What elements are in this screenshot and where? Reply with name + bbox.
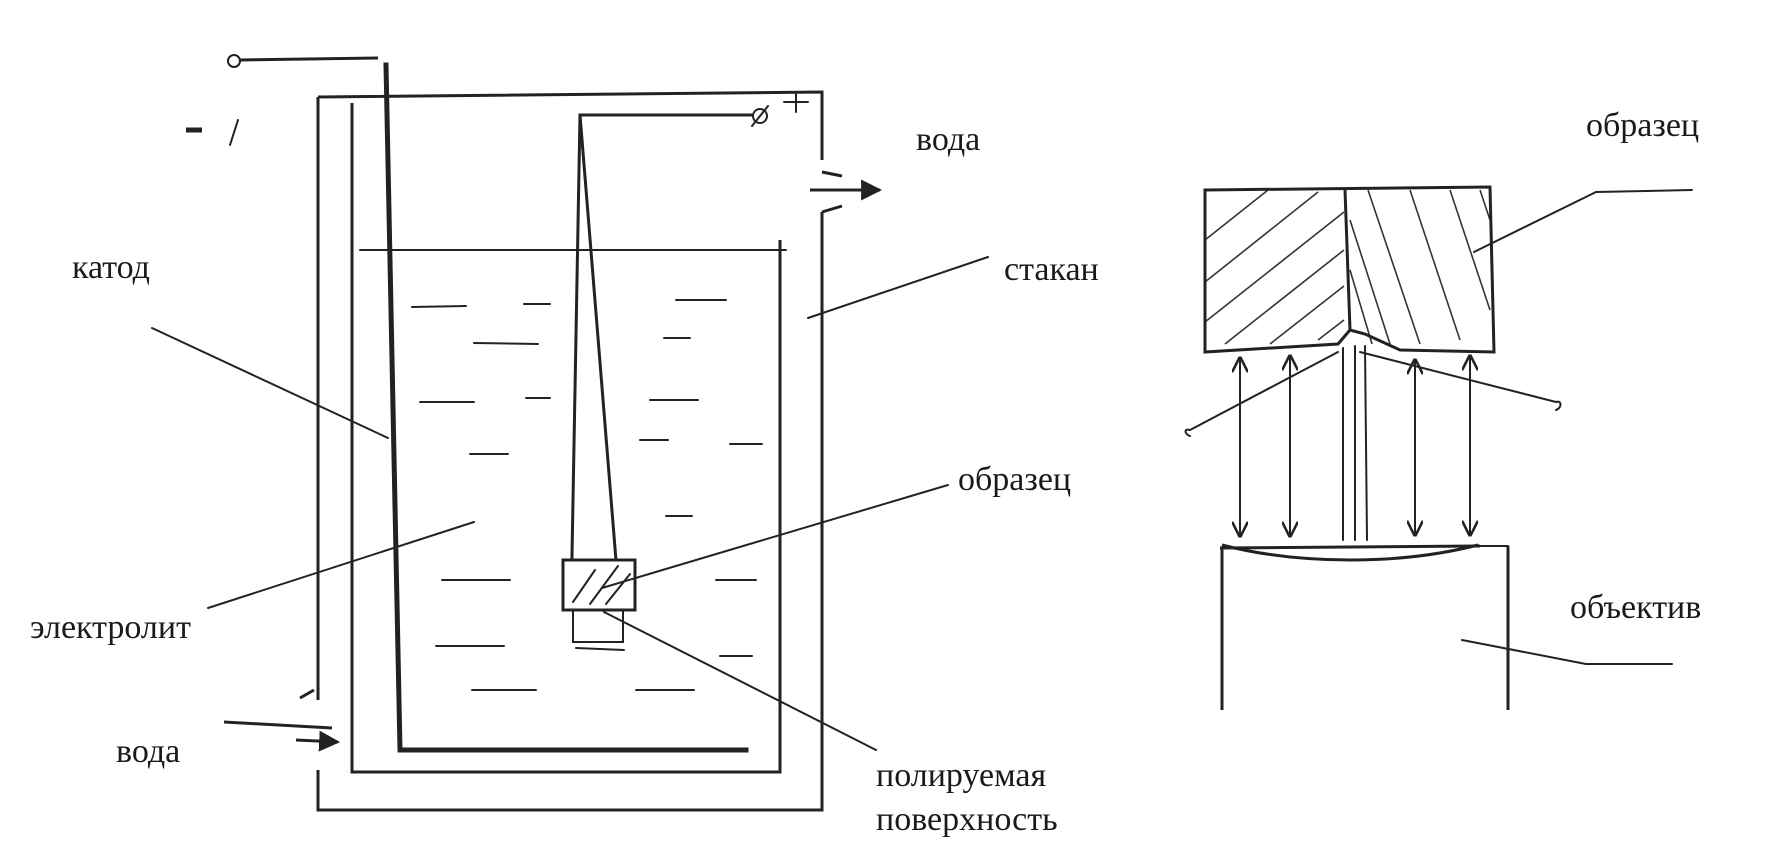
beaker [350,103,782,774]
water-in-arrow [295,730,341,752]
interferometer-diagram [1184,185,1693,710]
label-polished-line2: поверхность [876,801,1058,838]
label-polished-line1: полируемая [876,757,1046,794]
label-beaker: стакан [1004,251,1099,288]
objective-lens [1219,543,1510,710]
sample-block [1203,185,1496,354]
leader-lines-right [1461,189,1693,665]
label-sample-left: образец [958,461,1071,498]
label-sample-right: образец [1586,107,1699,144]
cathode [186,54,749,753]
leader-lines-left [151,256,989,751]
anode-holder [569,91,809,611]
label-water-in: вода [116,733,180,770]
electropolishing-bath [151,54,989,812]
label-electrolyte: электролит [30,609,191,646]
label-cathode: катод [72,249,150,286]
water-jacket [223,90,883,812]
label-objective: объектив [1570,589,1701,626]
electrolyte-dashes [411,299,763,691]
label-water-out: вода [916,121,980,158]
sample-in-bath [561,558,637,643]
interference-rays [1184,345,1562,541]
